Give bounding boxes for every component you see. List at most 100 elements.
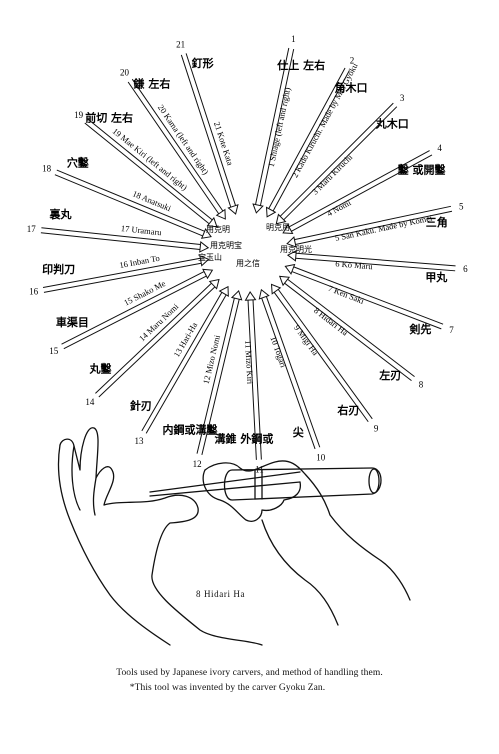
tool-blade xyxy=(230,289,243,301)
tool-number: 3 xyxy=(400,93,405,103)
tool-blade xyxy=(282,223,294,235)
right-hand-wrist xyxy=(261,519,339,626)
tool-kanji: 鎌 左右 xyxy=(132,76,170,90)
tool-shaft xyxy=(288,150,433,232)
tool-blade xyxy=(208,278,220,290)
tool-name-label: 3 Maru Kiruchi xyxy=(310,152,355,197)
tool-blade xyxy=(278,275,291,287)
center-inscriptions: 用克明明克用用克明光宝玉山用克明宝用之信 xyxy=(198,223,312,268)
tool-kanji: 内鋼或溝鑿 xyxy=(163,422,219,436)
tool-number: 7 xyxy=(449,325,454,335)
tool-blade xyxy=(265,206,277,218)
center-note: 宝玉山 xyxy=(198,252,222,262)
tool-name-label: 16 Inban To xyxy=(119,253,161,270)
tool-number: 17 xyxy=(27,224,37,234)
tool-shaft xyxy=(284,278,415,382)
tool-handle xyxy=(223,467,382,501)
tool-shaft xyxy=(268,67,350,212)
tool-wheel: 1 Shiage (left and right)1仕上 左右2 Kado Ki… xyxy=(27,34,468,475)
caption-line-2: *This tool was invented by the carver Gy… xyxy=(129,683,326,693)
tool-shaft xyxy=(141,292,227,434)
tool-kanji: 印判刀 xyxy=(42,262,75,276)
tool-kanji: 鑿 或開鑿 xyxy=(397,163,447,177)
tool-shaft xyxy=(42,257,202,293)
tool-shaft xyxy=(261,296,321,450)
tool-number: 16 xyxy=(29,287,39,297)
tool-kanji: 針刃 xyxy=(130,399,152,413)
center-note: 用克明宝 xyxy=(210,240,242,250)
tool-name-label: 11 Mizo Kiri xyxy=(243,340,255,385)
tool-shaft xyxy=(273,289,373,423)
tool-14: 14 Maru Nomi 14 丸鑿 xyxy=(85,278,220,407)
tool-kanji: 剣先 xyxy=(408,322,431,336)
tool-blade xyxy=(199,241,210,253)
tool-name-label: 12 Mizo Nomi xyxy=(201,333,223,385)
tool-number: 18 xyxy=(42,164,52,174)
tool-number: 5 xyxy=(459,202,464,212)
tool-shaft xyxy=(196,297,240,455)
tool-kanji: 穴鑿 xyxy=(67,155,90,169)
tool-name-label: 1 Shiage (left and right) xyxy=(266,86,293,168)
tool-blade xyxy=(275,213,287,225)
tool-shaft xyxy=(279,102,398,221)
tool-blade xyxy=(215,208,226,220)
tool-name-label: 14 Maru Nomi xyxy=(137,301,181,343)
tool-number: 2 xyxy=(350,55,355,65)
tool-shaft xyxy=(291,266,444,330)
handle-end xyxy=(368,468,380,494)
tool-number: 6 xyxy=(463,264,468,274)
tool-kanji: 仕上 左右 xyxy=(276,58,325,72)
tool-shaft xyxy=(294,205,453,245)
center-note: 明克用 xyxy=(266,223,290,232)
tool-blade xyxy=(218,285,229,297)
tool-kanji: 釘形 xyxy=(192,56,214,70)
tool-kanji: 丸鑿 xyxy=(89,362,113,376)
tool-kanji: 三角 xyxy=(426,215,448,229)
tool-16: 16 Inban To 16 印判刀 xyxy=(29,253,210,297)
center-note: 用克明 xyxy=(206,225,230,234)
tool-number: 12 xyxy=(193,459,202,469)
tool-blade xyxy=(227,204,239,215)
tool-number: 15 xyxy=(49,346,59,356)
tool-kanji: 左刃 xyxy=(378,368,401,382)
tool-blade xyxy=(258,288,270,300)
tool-kanji: 車渠目 xyxy=(56,315,89,329)
tool-shaft xyxy=(247,299,262,460)
tool-blade xyxy=(286,249,297,262)
tool-6: 6 Ko Maru 6 甲丸 xyxy=(286,249,468,284)
tool-number: 14 xyxy=(85,397,95,407)
tool-shaft xyxy=(255,47,295,206)
tool-number: 1 xyxy=(291,34,296,44)
tool-kanji: 裏丸 xyxy=(49,207,73,221)
tool-kanji: 右刃 xyxy=(336,403,359,417)
center-note: 用之信 xyxy=(236,258,260,268)
tool-name-label: 8 Hidari Ha xyxy=(312,305,350,337)
tool-shaft xyxy=(61,271,207,350)
tool-blade xyxy=(252,203,264,214)
tool-name-label: 15 Shako Me xyxy=(122,278,167,308)
tool-number: 13 xyxy=(135,436,145,446)
tool-name-label: 7 Ken Saki xyxy=(327,283,366,306)
tool-blade xyxy=(199,255,210,267)
tool-kanji: 甲丸 xyxy=(425,270,448,284)
tool-blade xyxy=(284,263,296,275)
handle-band xyxy=(254,469,263,500)
tool-shaft xyxy=(127,78,224,215)
tool-number: 20 xyxy=(120,67,130,77)
tool-name-label: 6 Ko Maru xyxy=(335,258,374,271)
left-hand xyxy=(59,427,263,646)
tool-blade xyxy=(244,291,257,301)
tool-shaft xyxy=(295,252,456,272)
tool-number: 19 xyxy=(74,110,84,120)
right-hand xyxy=(204,460,411,601)
tool-shaft xyxy=(95,282,216,398)
hands-drawing xyxy=(57,427,411,646)
tool-number: 21 xyxy=(176,40,185,50)
